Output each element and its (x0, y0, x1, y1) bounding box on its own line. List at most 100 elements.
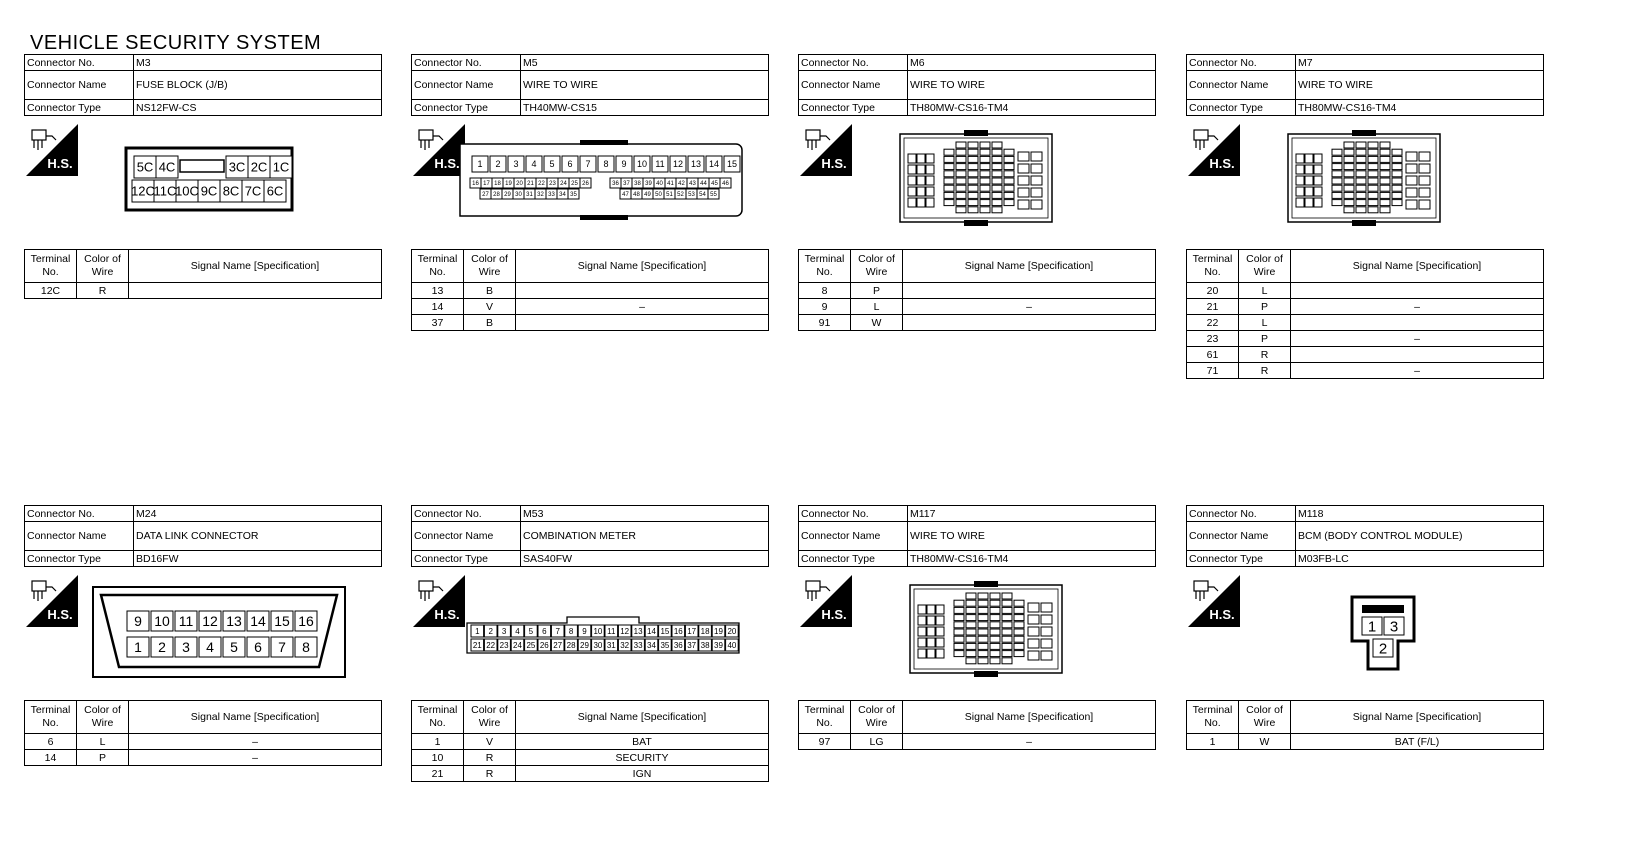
pin-number: 1 (477, 159, 482, 169)
pin-number: 1 (475, 627, 480, 636)
connector-name-value: DATA LINK CONNECTOR (133, 521, 382, 551)
connector-no-label: Connector No. (411, 505, 521, 522)
terminal-no: 12C (24, 282, 77, 299)
pin-number: 16 (298, 613, 314, 629)
wire-color: P (1238, 298, 1291, 315)
pin-number: 35 (570, 192, 577, 198)
pin-number: 26 (540, 641, 549, 650)
signal-name (1290, 346, 1544, 363)
svg-text:H.S.: H.S. (821, 607, 846, 622)
connector-type-label: Connector Type (1186, 99, 1296, 116)
connector-name-value: WIRE TO WIRE (1295, 70, 1544, 100)
terminal-no: 22 (1186, 314, 1239, 331)
pin-number: 14 (709, 159, 719, 169)
pin-number: 11C (154, 184, 177, 199)
connector-type-value: TH80MW-CS16-TM4 (907, 550, 1156, 567)
pin-number: 5 (529, 627, 534, 636)
pin-number: 30 (593, 641, 602, 650)
pin-number: 14 (250, 613, 266, 629)
svg-text:H.S.: H.S. (821, 156, 846, 171)
pin-number: 23 (500, 641, 509, 650)
pin-number: 4C (159, 160, 176, 175)
pin-number: 42 (678, 181, 685, 187)
connector-name-value: COMBINATION METER (520, 521, 769, 551)
pin-number: 37 (623, 181, 630, 187)
pin-number: 2 (1379, 640, 1387, 657)
pin-number: 3 (502, 627, 507, 636)
connector-type-value: TH40MW-CS15 (520, 99, 769, 116)
pin-number: 51 (666, 192, 673, 198)
signal-name: – (515, 298, 769, 315)
svg-text:H.S.: H.S. (1209, 156, 1234, 171)
signal-name: – (902, 298, 1156, 315)
pin-number: 19 (505, 181, 512, 187)
connector-type-value: BD16FW (133, 550, 382, 567)
pin-number: 33 (548, 192, 555, 198)
pin-number: 19 (714, 627, 723, 636)
wire-color: P (1238, 330, 1291, 347)
pin-number: 40 (656, 181, 663, 187)
connector-type-value: TH80MW-CS16-TM4 (1295, 99, 1544, 116)
pin-number: 6 (542, 627, 547, 636)
pin-number: 3 (513, 159, 518, 169)
pin-number: 5 (230, 639, 238, 655)
terminal-no: 1 (411, 733, 464, 750)
pin-number: 18 (701, 627, 710, 636)
signal-name: – (1290, 362, 1544, 379)
pin-number: 43 (689, 181, 696, 187)
pin-number: 27 (482, 192, 489, 198)
pin-number: 16 (674, 627, 683, 636)
terminal-no: 9 (798, 298, 851, 315)
signal-name-header: Signal Name [Specification] (902, 700, 1156, 734)
connector-name-label: Connector Name (24, 521, 134, 551)
connector-type-value: NS12FW-CS (133, 99, 382, 116)
pin-number: 38 (701, 641, 710, 650)
pin-number: 1 (1368, 618, 1376, 635)
pin-number: 10 (593, 627, 602, 636)
wire-color: W (850, 314, 903, 331)
color-of-wire-header: Color of Wire (463, 700, 516, 734)
pin-number: 34 (559, 192, 566, 198)
terminal-no: 13 (411, 282, 464, 299)
pin-number: 7 (555, 627, 560, 636)
terminal-no: 61 (1186, 346, 1239, 363)
wire-color: W (1238, 733, 1291, 750)
connector-figure: H.S. (798, 116, 1156, 249)
connector-no-value: M118 (1295, 505, 1544, 522)
wire-color: R (76, 282, 129, 299)
pin-number: 1C (273, 160, 290, 175)
connector-no-label: Connector No. (1186, 505, 1296, 522)
pin-number: 9C (201, 184, 218, 199)
connector-figure: H.S. (798, 567, 1156, 700)
color-of-wire-header: Color of Wire (1238, 249, 1291, 283)
pin-number: 48 (633, 192, 640, 198)
pin-number: 2 (495, 159, 500, 169)
pin-number: 11 (607, 627, 616, 636)
connector-no-value: M5 (520, 54, 769, 71)
signal-name (902, 282, 1156, 299)
pin-number: 4 (531, 159, 536, 169)
pin-number: 7 (585, 159, 590, 169)
terminal-no: 6 (24, 733, 77, 750)
terminal-no: 10 (411, 749, 464, 766)
svg-text:H.S.: H.S. (434, 607, 459, 622)
wire-color: L (76, 733, 129, 750)
pin-number: 33 (634, 641, 643, 650)
pin-number: 35 (660, 641, 669, 650)
terminal-no: 91 (798, 314, 851, 331)
connector-no-label: Connector No. (798, 505, 908, 522)
pin-number: 3 (182, 639, 190, 655)
